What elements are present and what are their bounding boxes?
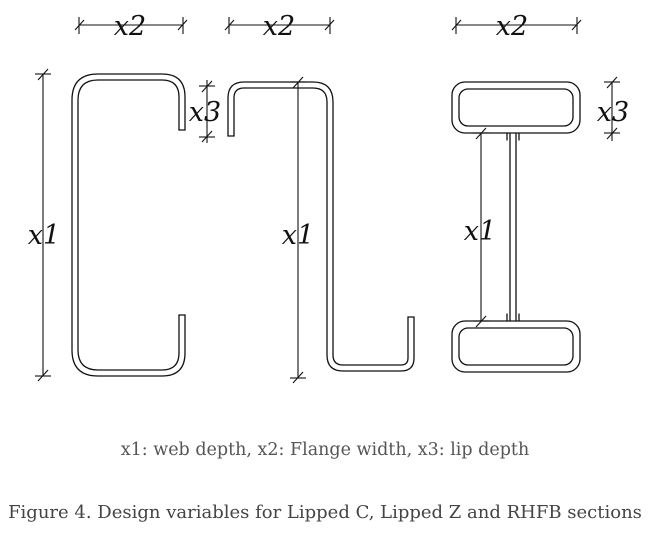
i-depth-dimension [473, 127, 489, 328]
i-lip-dimension [604, 76, 620, 141]
c-depth-label: x1 [28, 220, 60, 251]
rhfb-section [451, 81, 581, 373]
lipped-z-section [227, 81, 415, 372]
i-depth-label: x1 [464, 216, 496, 247]
c-depth-dimension [35, 68, 51, 382]
z-width-label: x2 [263, 11, 295, 42]
z-width-dimension [224, 17, 335, 34]
section-diagram: x2 x1 x3 x2 x1 [28, 11, 629, 384]
variable-legend: x1: web depth, x2: Flange width, x3: lip… [120, 440, 530, 460]
c-lip-dimension [199, 80, 215, 143]
z-depth-dimension [290, 76, 306, 384]
c-lip-label: x3 [189, 97, 221, 128]
figure-caption: Figure 4. Design variables for Lipped C,… [8, 502, 642, 523]
i-width-label: x2 [496, 11, 528, 42]
c-width-dimension [74, 17, 188, 34]
lipped-c-section [71, 73, 186, 377]
i-lip-label: x3 [597, 97, 629, 128]
z-depth-label: x1 [282, 220, 314, 251]
c-width-label: x2 [114, 11, 146, 42]
i-width-dimension [451, 17, 582, 34]
